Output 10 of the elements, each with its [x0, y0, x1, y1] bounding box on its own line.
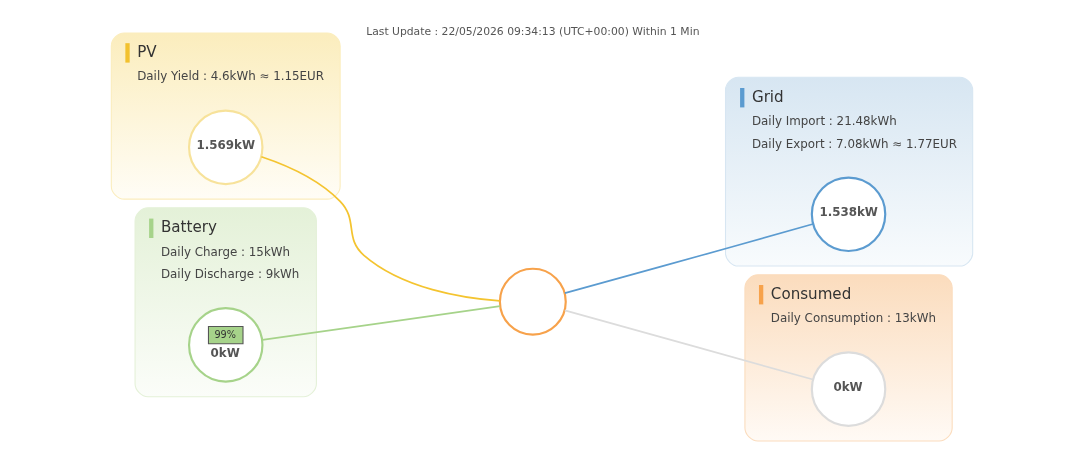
label: Last Update : 22/05/2026 09:34:13 (UTC+00:00) Within 1 Min	[366, 24, 700, 38]
node-circle: 0kW	[810, 351, 887, 427]
connector	[260, 155, 501, 302]
connector	[564, 223, 814, 295]
node-circle: 1.569kW	[187, 109, 264, 186]
node-circle	[498, 267, 567, 336]
connector	[563, 309, 814, 381]
node-circle: 1.538kW	[810, 176, 887, 253]
node-circle: 99% 0kW	[187, 307, 264, 383]
connector	[261, 305, 501, 341]
